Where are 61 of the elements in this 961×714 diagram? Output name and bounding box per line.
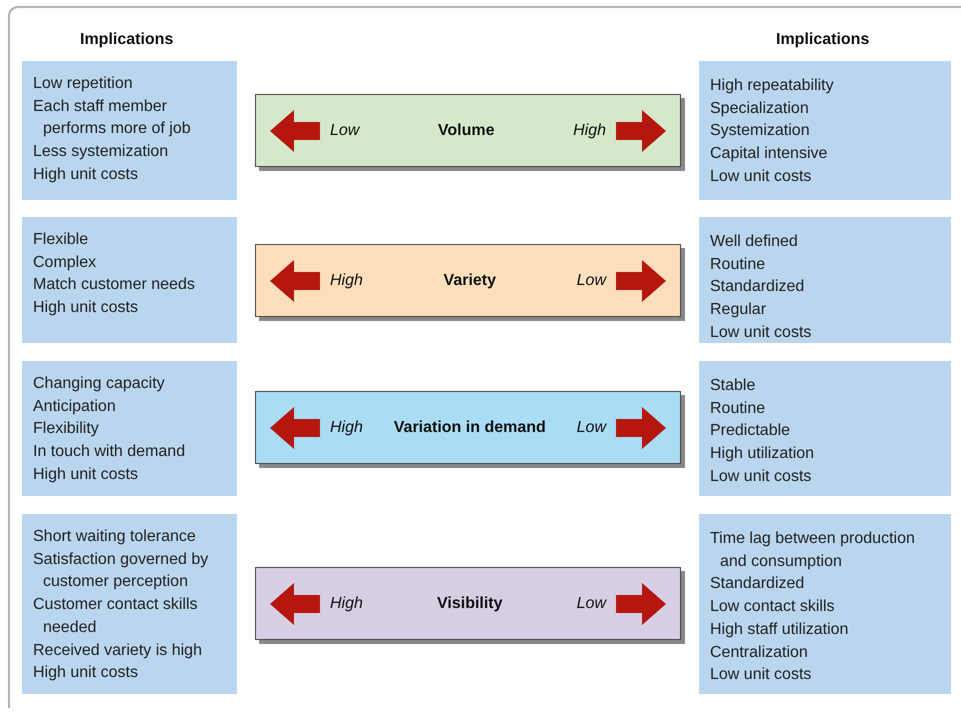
list-item: In touch with demand (33, 442, 186, 462)
list-item: Received variety is high (33, 640, 203, 661)
column-heading: Implications (80, 31, 174, 49)
list-item: Well defined (710, 232, 799, 252)
implications-panel (699, 514, 951, 694)
implications-panel (22, 61, 237, 200)
list-item: Capital intensive (710, 144, 828, 164)
list-item: High repeatability (710, 76, 835, 96)
dimension-title: Visibility (436, 594, 504, 612)
scale-label: Low (576, 418, 606, 436)
list-item: Standardized (710, 277, 806, 298)
implications-panel (22, 361, 237, 496)
dimension-title: Variety (442, 272, 498, 290)
scale-label: Low (576, 594, 606, 612)
list-item: Satisfaction governed by customer perception (33, 550, 210, 592)
list-item: High unit costs (33, 298, 139, 318)
list-item: Low unit costs (710, 466, 812, 487)
list-item: Regular (710, 300, 768, 320)
list-item: Anticipation (33, 396, 117, 417)
list-item: Routine (710, 398, 766, 419)
list-item: Short waiting tolerance (33, 527, 197, 547)
list-item: Low unit costs (710, 166, 812, 187)
implications-panel (699, 61, 951, 200)
list-item: High unit costs (33, 663, 139, 684)
list-item: Centralization (710, 642, 809, 663)
list-item: Low unit costs (710, 322, 812, 343)
scale-label: Low (330, 122, 360, 140)
list-item: Stable (710, 376, 756, 396)
list-item: Complex (33, 252, 98, 273)
list-item: Low contact skills (710, 597, 836, 618)
list-item: High staff utilization (710, 620, 850, 640)
list-item: High utilization (710, 444, 816, 464)
scale-label: High (573, 122, 606, 140)
scale-label: High (330, 418, 363, 436)
column-heading: Implications (776, 31, 870, 49)
list-item: Flexibility (33, 419, 100, 440)
list-item: Time lag between production and consumption (710, 529, 916, 572)
list-item: Customer contact skills needed (33, 595, 198, 638)
scale-label: Low (576, 272, 606, 290)
list-item: Specialization (710, 98, 810, 119)
implications-panel (699, 217, 951, 343)
list-item: High unit costs (33, 464, 139, 485)
implications-panel (22, 217, 237, 343)
list-item: Low repetition (33, 74, 134, 94)
list-item: Changing capacity (33, 374, 166, 394)
list-item: Match customer needs (33, 275, 196, 296)
implications-panel (699, 361, 951, 496)
list-item: Low unit costs (710, 665, 812, 686)
list-item: High unit costs (33, 164, 139, 185)
scale-label: High (330, 272, 363, 290)
list-item: Systemization (710, 121, 811, 142)
list-item: Standardized (710, 574, 806, 594)
dimension-title: Volume (436, 122, 496, 140)
list-item: Routine (710, 254, 766, 275)
list-item: Each staff member performs more of job (33, 96, 192, 140)
list-item: Predictable (710, 421, 792, 442)
list-item: Less systemization (33, 142, 170, 162)
scale-label: High (330, 594, 363, 612)
list-item: Flexible (33, 230, 90, 250)
dimension-title: Variation in demand (392, 418, 547, 436)
implications-panel (22, 514, 237, 694)
